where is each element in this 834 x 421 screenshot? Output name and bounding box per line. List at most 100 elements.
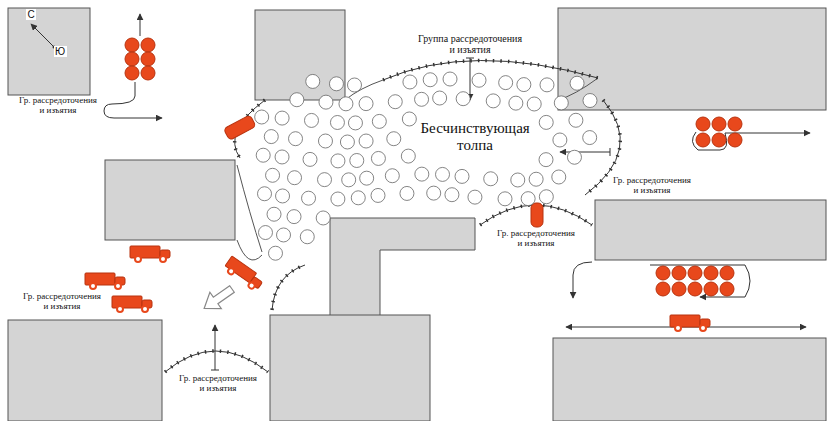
crowd-person bbox=[316, 211, 330, 225]
building bbox=[553, 338, 826, 421]
crowd-person bbox=[277, 228, 291, 242]
crowd-person bbox=[372, 114, 386, 128]
crowd-person bbox=[342, 173, 356, 187]
crowd-person bbox=[340, 135, 354, 149]
crowd-person bbox=[511, 173, 525, 187]
crowd-person bbox=[388, 95, 402, 109]
building bbox=[105, 160, 235, 240]
buildings bbox=[8, 8, 826, 421]
crowd-person bbox=[554, 96, 568, 110]
crowd-person bbox=[339, 97, 353, 111]
crowd-person bbox=[359, 97, 373, 111]
crowd-person bbox=[371, 188, 385, 202]
police-vehicles bbox=[85, 115, 710, 331]
building bbox=[330, 218, 475, 320]
crowd-person bbox=[529, 172, 543, 186]
crowd-person bbox=[258, 226, 272, 240]
compass-letter: Ю bbox=[54, 46, 67, 57]
crowd bbox=[255, 72, 597, 260]
crowd-person bbox=[318, 173, 332, 187]
crowd-person bbox=[348, 78, 362, 92]
crowd-person bbox=[360, 171, 374, 185]
crowd-person bbox=[539, 115, 553, 129]
crowd-person bbox=[385, 169, 399, 183]
crowd-person bbox=[302, 191, 316, 205]
crowd-person bbox=[318, 134, 332, 148]
crowd-person bbox=[472, 73, 486, 87]
crowd-person bbox=[304, 113, 318, 127]
crowd-person bbox=[553, 133, 567, 147]
crowd-person bbox=[266, 168, 280, 182]
crowd-person bbox=[567, 150, 581, 164]
crowd-person bbox=[436, 167, 450, 181]
crowd-person bbox=[319, 95, 333, 109]
crowd-person bbox=[402, 112, 416, 126]
crowd-person bbox=[258, 187, 272, 201]
crowd-person bbox=[583, 94, 597, 108]
crowd-person bbox=[359, 134, 373, 148]
crowd-person bbox=[445, 188, 459, 202]
crowd-person bbox=[427, 186, 441, 200]
crowd-person bbox=[371, 151, 385, 165]
crowd-person bbox=[275, 150, 289, 164]
group-label: Гр. рассредоточения и изъятия bbox=[613, 176, 691, 196]
group-label: Гр. рассредоточения и изъятия bbox=[179, 374, 257, 394]
crowd-person bbox=[552, 170, 566, 184]
crowd-person bbox=[256, 148, 270, 162]
crowd-person bbox=[540, 78, 554, 92]
crowd-person bbox=[350, 154, 364, 168]
crowd-person bbox=[455, 169, 469, 183]
crowd-label: Бесчинствующая толпа bbox=[421, 120, 530, 153]
crowd-person bbox=[403, 75, 417, 89]
building bbox=[8, 320, 162, 421]
building bbox=[270, 315, 430, 421]
group-label: Гр. рассредоточения и изъятия bbox=[19, 96, 97, 116]
street-edges bbox=[237, 78, 598, 260]
crowd-person bbox=[329, 77, 343, 91]
crowd-person bbox=[401, 149, 415, 163]
crowd-person bbox=[415, 92, 429, 106]
crowd-person bbox=[569, 113, 583, 127]
crowd-person bbox=[433, 91, 447, 105]
crowd-person bbox=[486, 94, 500, 108]
crowd-person bbox=[289, 132, 303, 146]
crowd-person bbox=[509, 96, 523, 110]
group-label: Гр. рассредоточения и изъятия bbox=[497, 229, 575, 249]
crowd-person bbox=[287, 210, 301, 224]
crowd-person bbox=[306, 74, 320, 88]
crowd-person bbox=[570, 76, 584, 90]
crowd-person bbox=[300, 230, 314, 244]
crowd-person bbox=[517, 78, 531, 92]
building bbox=[255, 10, 345, 100]
crowd-person bbox=[276, 189, 290, 203]
crowd-person bbox=[539, 153, 553, 167]
building bbox=[558, 8, 826, 110]
crowd-person bbox=[264, 130, 278, 144]
crowd-person bbox=[268, 246, 282, 260]
crowd-person bbox=[539, 190, 553, 204]
crowd-person bbox=[348, 116, 362, 130]
crowd-person bbox=[527, 97, 541, 111]
group-label: Гр. рассредоточения и изъятия bbox=[23, 292, 101, 312]
crowd-person bbox=[415, 167, 429, 181]
crowd-person bbox=[288, 171, 302, 185]
crowd-person bbox=[275, 111, 289, 125]
cordon-lines bbox=[165, 60, 620, 372]
building bbox=[595, 200, 826, 260]
police-formations bbox=[125, 38, 742, 296]
crowd-person bbox=[267, 207, 281, 221]
group-label: Группа рассредоточения и изъятия bbox=[418, 33, 522, 55]
crowd-person bbox=[423, 73, 437, 87]
crowd-person bbox=[255, 110, 269, 124]
crowd-person bbox=[331, 154, 345, 168]
compass-letter: С bbox=[26, 9, 36, 20]
crowd-person bbox=[456, 92, 470, 106]
crowd-person bbox=[443, 72, 457, 86]
movement-arrows bbox=[104, 14, 810, 370]
crowd-person bbox=[290, 93, 304, 107]
crowd-person bbox=[351, 191, 365, 205]
crowd-person bbox=[331, 192, 345, 206]
crowd-person bbox=[303, 152, 317, 166]
